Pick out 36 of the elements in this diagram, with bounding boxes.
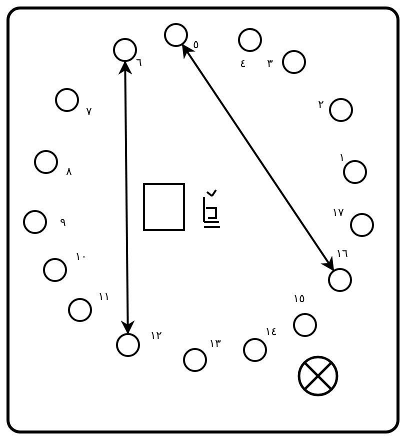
number-label: ٢ xyxy=(318,99,324,111)
circle-marker xyxy=(68,298,92,322)
number-label: ١٥ xyxy=(293,293,305,305)
number-label: ٥ xyxy=(193,39,199,51)
circle-marker xyxy=(329,98,353,122)
number-label: ١٤ xyxy=(265,326,277,338)
number-label: ١٠ xyxy=(75,251,87,263)
circle-marker xyxy=(55,88,79,112)
circle-marker xyxy=(350,213,374,237)
circle-marker xyxy=(183,348,207,372)
number-label: ١٧ xyxy=(332,207,344,219)
number-label: ٧ xyxy=(86,106,92,118)
circle-marker xyxy=(116,333,140,357)
circle-marker xyxy=(34,150,58,174)
number-label: ٦ xyxy=(136,57,142,69)
circle-marker xyxy=(243,338,267,362)
circle-marker xyxy=(343,160,367,184)
circle-marker xyxy=(23,210,47,234)
number-label: ٨ xyxy=(66,166,72,178)
circle-marker xyxy=(164,23,188,47)
number-label: ٣ xyxy=(267,58,273,70)
circle-marker xyxy=(113,38,137,62)
number-label: ١ xyxy=(339,152,345,164)
double-arrow xyxy=(182,44,334,272)
circle-marker xyxy=(43,258,67,282)
double-arrow xyxy=(118,60,135,334)
number-label: ١٢ xyxy=(150,330,162,342)
number-label: ١٣ xyxy=(209,338,221,350)
circle-marker xyxy=(238,28,262,52)
circle-marker xyxy=(293,313,317,337)
number-label: ١١ xyxy=(98,291,110,303)
number-label: ٩ xyxy=(60,217,66,229)
number-label: ١٦ xyxy=(336,248,348,260)
circle-marker xyxy=(282,50,306,74)
number-label: ٤ xyxy=(240,58,246,70)
circle-marker xyxy=(328,268,352,292)
